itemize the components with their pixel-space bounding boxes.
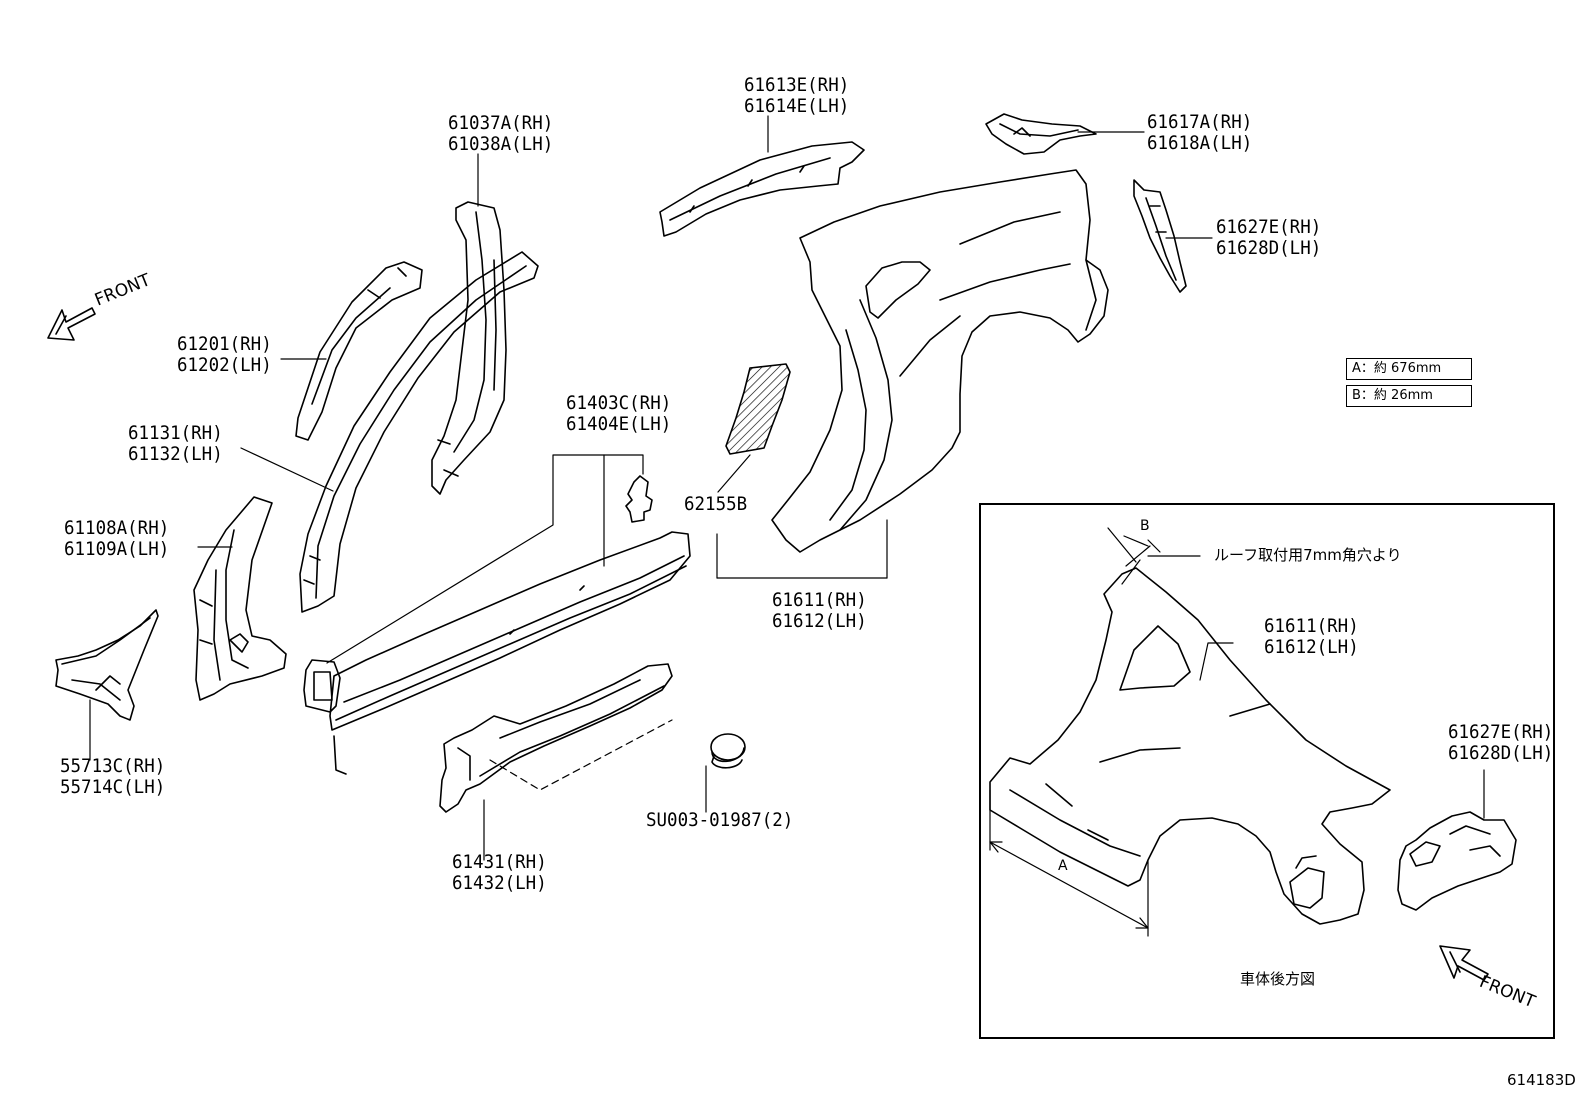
dimension-note-a: A：約 676mm <box>1346 358 1472 380</box>
part-61403C-shape <box>329 531 691 775</box>
part-label-61628D: 61628D(LH) <box>1216 237 1322 259</box>
inset-dimension-a-label: A <box>1058 858 1068 874</box>
part-label-62155B: 62155B <box>684 493 748 515</box>
part-label-61202: 61202(LH) <box>177 354 272 376</box>
dimension-note-b: B：約 26mm <box>1346 385 1472 407</box>
part-label-61617A: 61617A(RH) <box>1147 111 1253 133</box>
inset-part-label-61612: 61612(LH) <box>1264 636 1359 658</box>
inset-part-label-61627E: 61627E(RH) <box>1448 721 1554 743</box>
leader-61403C <box>326 454 644 664</box>
inset-part-label-61628D: 61628D(LH) <box>1448 742 1554 764</box>
part-label-61618A: 61618A(LH) <box>1147 132 1253 154</box>
part-label-61613E: 61613E(RH) <box>744 74 850 96</box>
part-62155B-shape <box>725 363 791 455</box>
part-label-61131: 61131(RH) <box>128 422 223 444</box>
part-label-61431: 61431(RH) <box>452 851 547 873</box>
part-61131-shape <box>299 251 539 613</box>
inset-leader-61611 <box>1199 642 1234 681</box>
hole-dashed-line <box>489 719 673 791</box>
part-label-61612: 61612(LH) <box>772 610 867 632</box>
part-61108A-shape <box>193 496 287 701</box>
part-55713C-shape <box>55 609 159 721</box>
leader-62155B <box>717 454 751 493</box>
part-label-61037A: 61037A(RH) <box>448 112 554 134</box>
part-61613E-shape <box>659 141 865 237</box>
part-61431-shape <box>439 663 673 813</box>
part-label-61108A: 61108A(RH) <box>64 517 170 539</box>
part-label-55713C: 55713C(RH) <box>60 755 166 777</box>
inset-part-label-61611: 61611(RH) <box>1264 615 1359 637</box>
inset-rear-view-frame <box>979 503 1555 1039</box>
part-61611-shape <box>771 169 1109 553</box>
inset-dimension-b-label: B <box>1140 518 1150 534</box>
inset-part-61627E-shape <box>1397 811 1517 911</box>
inset-caption: 車体後方図 <box>1240 970 1316 988</box>
part-label-61404E: 61404E(LH) <box>566 413 672 435</box>
front-arrow-icon <box>47 307 96 341</box>
part-61037A-shape <box>431 201 507 495</box>
part-label-61201: 61201(RH) <box>177 333 272 355</box>
inset-front-arrow-icon <box>1439 945 1489 981</box>
part-61404E-clip-shape <box>625 475 653 523</box>
part-label-61627E: 61627E(RH) <box>1216 216 1322 238</box>
part-61201-shape <box>295 261 423 441</box>
leader-61131 <box>240 447 334 492</box>
part-label-61038A: 61038A(LH) <box>448 133 554 155</box>
inset-roof-note: ルーフ取付用7mm角穴より <box>1214 546 1402 564</box>
part-61627E-shape <box>1133 179 1187 293</box>
inset-quarter-panel-shape <box>989 567 1391 925</box>
dimension-a-lines <box>989 789 1149 937</box>
part-61617A-shape <box>985 113 1097 155</box>
part-label-61614E: 61614E(LH) <box>744 95 850 117</box>
part-label-61109A: 61109A(LH) <box>64 538 170 560</box>
drawing-code: 614183D <box>1507 1071 1576 1089</box>
part-label-61132: 61132(LH) <box>128 443 223 465</box>
part-SU003-shape <box>710 733 746 769</box>
part-61403C-seal-shape <box>303 659 341 713</box>
part-label-61611: 61611(RH) <box>772 589 867 611</box>
dimension-b-lines <box>1107 527 1201 585</box>
part-label-55714C: 55714C(LH) <box>60 776 166 798</box>
part-label-61432: 61432(LH) <box>452 872 547 894</box>
part-label-61403C: 61403C(RH) <box>566 392 672 414</box>
part-label-SU003: SU003-01987(2) <box>646 809 794 831</box>
